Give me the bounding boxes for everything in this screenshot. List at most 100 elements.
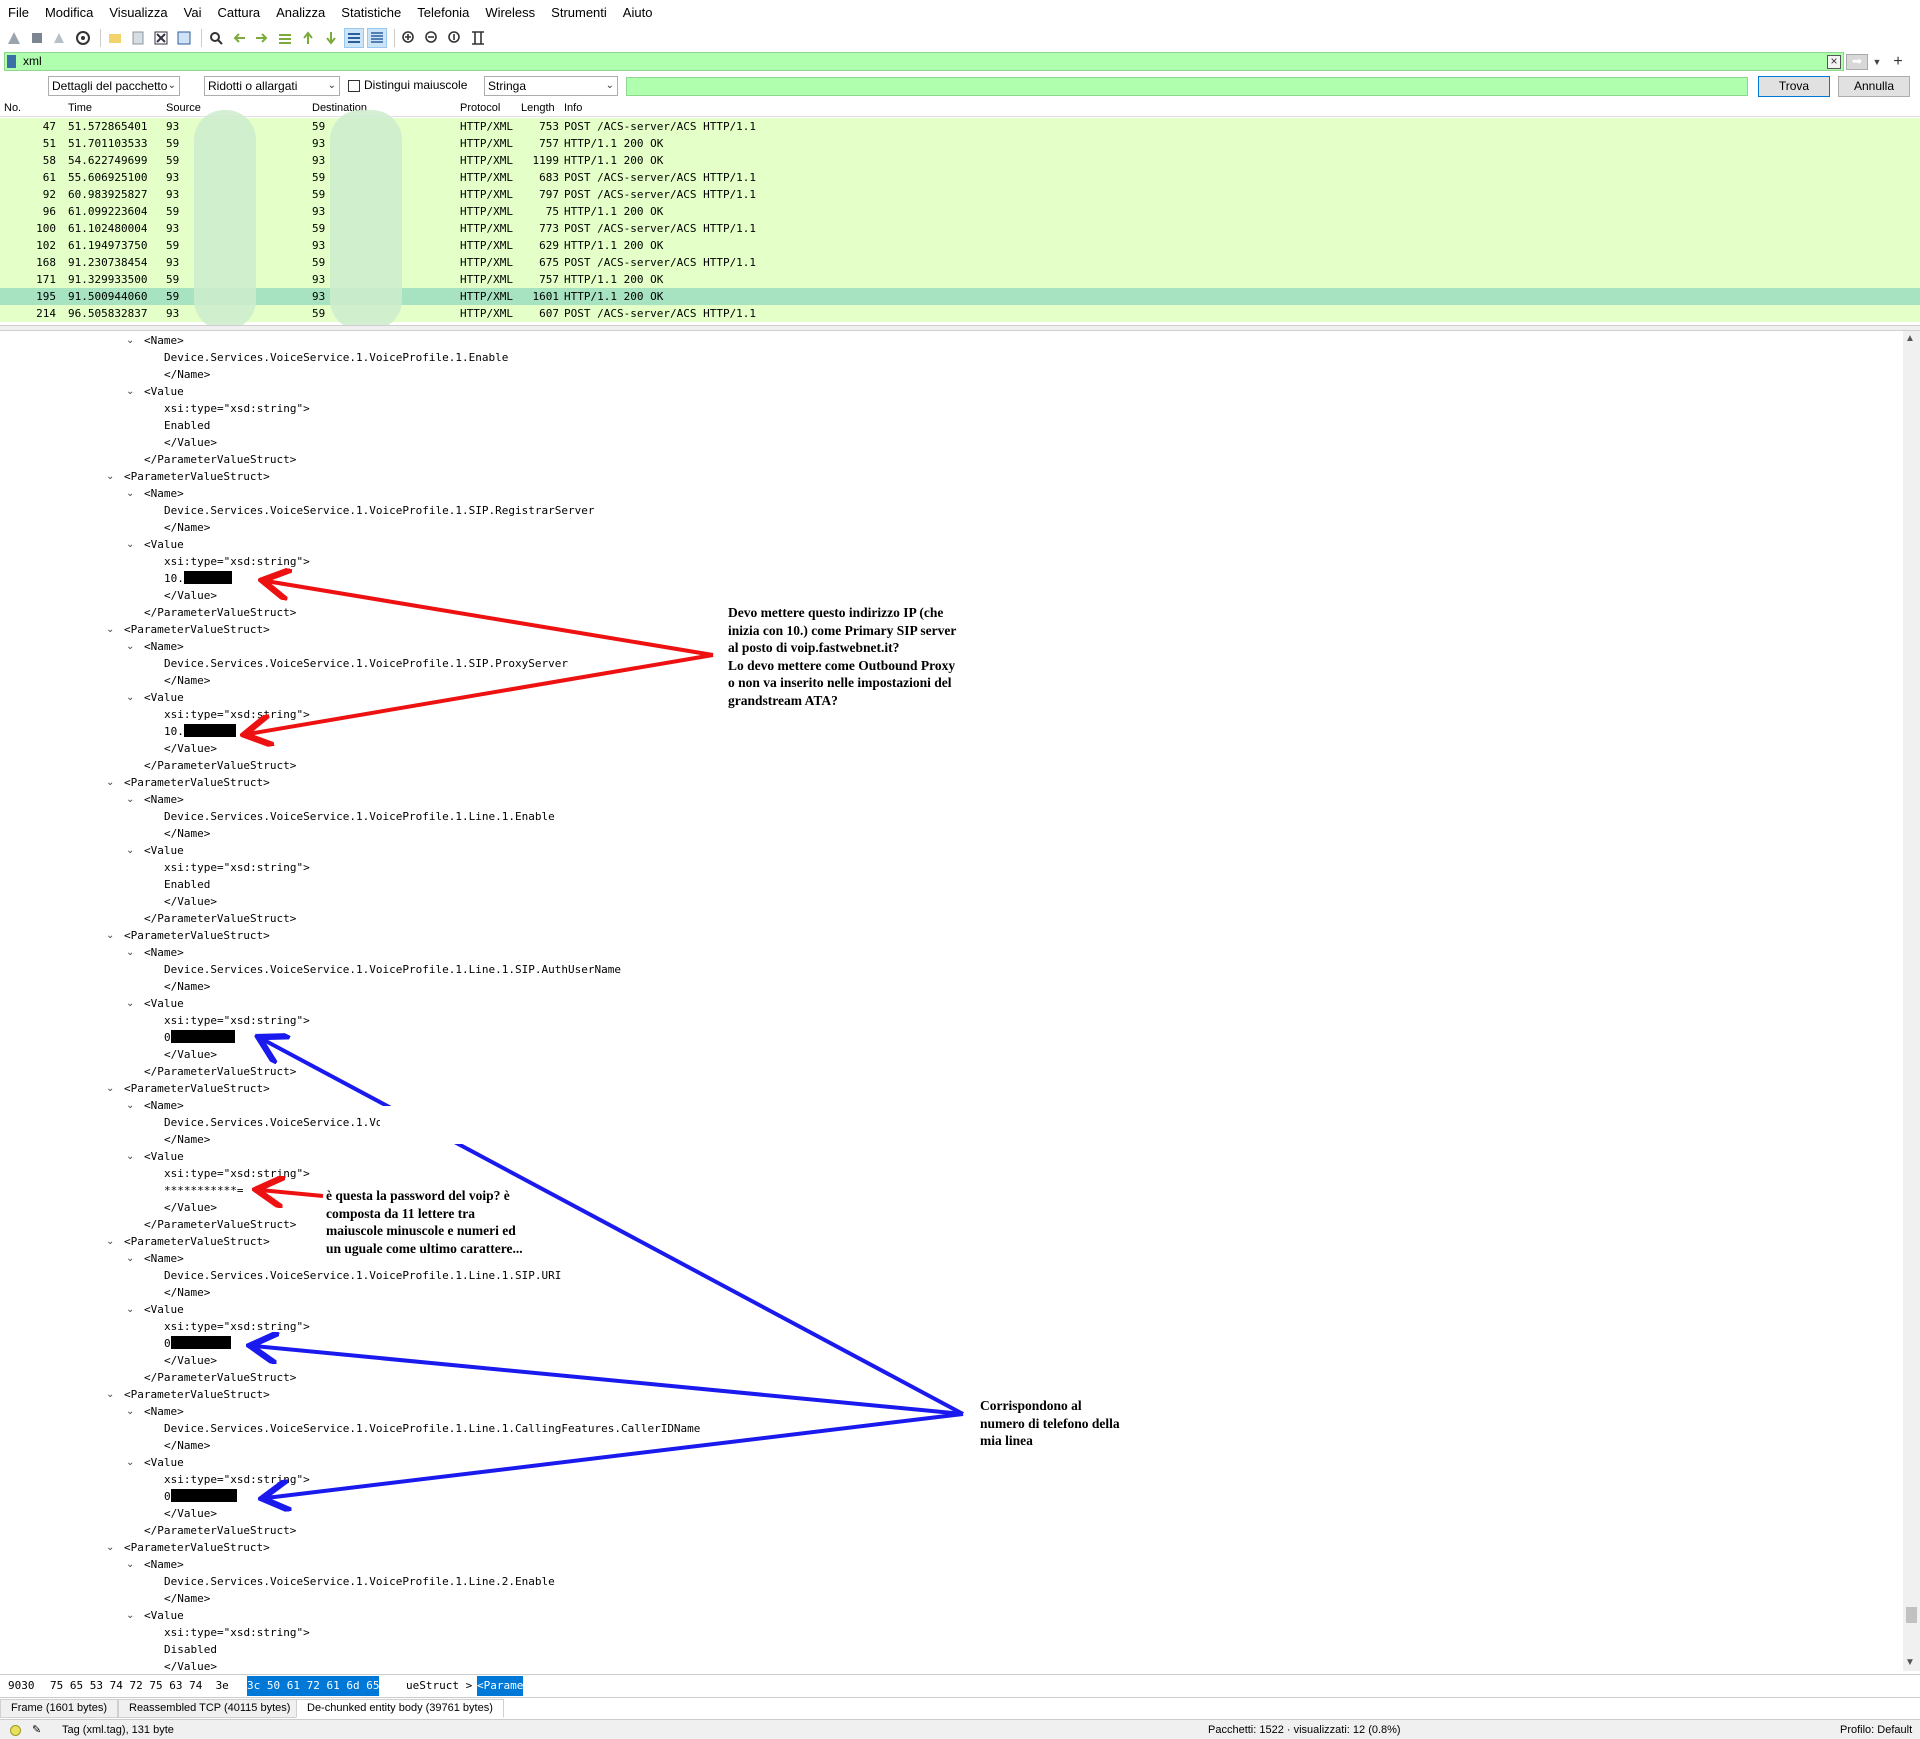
tree-item[interactable]: Enabled xyxy=(164,417,210,434)
tree-expander-chevron-icon[interactable]: ⌄ xyxy=(126,1406,135,1417)
tree-item[interactable]: Device.Services.VoiceService.1.VoiceProf… xyxy=(164,655,568,672)
tree-expander-chevron-icon[interactable]: ⌄ xyxy=(126,488,135,499)
tree-item[interactable]: <Name> xyxy=(144,638,184,655)
tree-item[interactable]: <Value xyxy=(144,1148,184,1165)
column-header-time[interactable]: Time xyxy=(68,102,93,114)
tree-item[interactable]: Device.Services.VoiceService.1.VoiceProf… xyxy=(164,1420,700,1437)
tree-expander-chevron-icon[interactable]: ⌄ xyxy=(126,386,135,397)
tree-item[interactable]: <Name> xyxy=(144,1403,184,1420)
tree-item[interactable]: </ParameterValueStruct> xyxy=(144,1369,296,1386)
tree-item[interactable]: <Value xyxy=(144,383,184,400)
open-file-icon[interactable] xyxy=(105,28,125,48)
go-back-icon[interactable] xyxy=(229,28,249,48)
shark-fin-start-icon[interactable] xyxy=(4,28,24,48)
tab-dechunked-body[interactable]: De-chunked entity body (39761 bytes) xyxy=(296,1699,504,1718)
tree-expander-chevron-icon[interactable]: ⌄ xyxy=(126,641,135,652)
tree-expander-chevron-icon[interactable]: ⌄ xyxy=(126,998,135,1009)
tree-item[interactable]: <Value xyxy=(144,1301,184,1318)
go-forward-icon[interactable] xyxy=(252,28,272,48)
tree-item[interactable]: <Value xyxy=(144,1454,184,1471)
tree-item[interactable]: </Value> xyxy=(164,1658,217,1671)
scroll-down-icon[interactable]: ▼ xyxy=(1905,1657,1915,1668)
expert-info-icon[interactable] xyxy=(10,1725,21,1736)
find-search-input[interactable] xyxy=(626,77,1748,96)
tree-item[interactable]: <ParameterValueStruct> xyxy=(124,1080,270,1097)
tree-item[interactable]: xsi:type="xsd:string"> xyxy=(164,1012,310,1029)
menu-visualizza[interactable]: Visualizza xyxy=(109,5,168,20)
tree-item[interactable]: </ParameterValueStruct> xyxy=(144,910,296,927)
tree-item[interactable]: </Name> xyxy=(164,1284,210,1301)
tree-expander-chevron-icon[interactable]: ⌄ xyxy=(126,947,135,958)
tree-expander-chevron-icon[interactable]: ⌄ xyxy=(106,624,115,635)
tree-item[interactable]: <ParameterValueStruct> xyxy=(124,468,270,485)
tree-item[interactable]: Device.Services.VoiceService.1.VoiceProf… xyxy=(164,1114,621,1131)
tree-item[interactable]: </Name> xyxy=(164,825,210,842)
column-header-length[interactable]: Length xyxy=(521,102,555,114)
cancel-find-button[interactable]: Annulla xyxy=(1838,76,1910,97)
tree-expander-chevron-icon[interactable]: ⌄ xyxy=(126,845,135,856)
close-file-icon[interactable] xyxy=(151,28,171,48)
tree-item[interactable]: xsi:type="xsd:string"> xyxy=(164,706,310,723)
tree-item[interactable]: <Name> xyxy=(144,944,184,961)
tree-item[interactable]: <Name> xyxy=(144,332,184,349)
tree-expander-chevron-icon[interactable]: ⌄ xyxy=(106,1389,115,1400)
zoom-normal-icon[interactable] xyxy=(445,28,465,48)
find-packet-icon[interactable] xyxy=(206,28,226,48)
search-type-select[interactable]: Stringa⌄ xyxy=(484,76,618,96)
tree-item[interactable]: </ParameterValueStruct> xyxy=(144,451,296,468)
details-scrollbar[interactable]: ▲ ▼ xyxy=(1903,331,1920,1671)
hex-bytes-selected[interactable]: 3c 50 61 72 61 6d 65 xyxy=(247,1676,380,1696)
stop-icon[interactable] xyxy=(27,28,47,48)
tree-item[interactable]: Device.Services.VoiceService.1.VoiceProf… xyxy=(164,502,594,519)
tree-expander-chevron-icon[interactable]: ⌄ xyxy=(106,930,115,941)
tree-item[interactable]: xsi:type="xsd:string"> xyxy=(164,1165,310,1182)
menu-cattura[interactable]: Cattura xyxy=(217,5,261,20)
tree-expander-chevron-icon[interactable]: ⌄ xyxy=(106,1542,115,1553)
tree-item[interactable]: <Value xyxy=(144,1607,184,1624)
go-first-icon[interactable] xyxy=(298,28,318,48)
tree-item[interactable]: 0 xyxy=(164,1335,231,1352)
capture-options-icon[interactable] xyxy=(73,28,93,48)
column-header-info[interactable]: Info xyxy=(564,102,583,114)
tree-item[interactable]: <Name> xyxy=(144,485,184,502)
tree-expander-chevron-icon[interactable]: ⌄ xyxy=(126,1253,135,1264)
tree-item[interactable]: <ParameterValueStruct> xyxy=(124,774,270,791)
edit-comment-icon[interactable]: ✎ xyxy=(32,1724,42,1736)
tree-item[interactable]: xsi:type="xsd:string"> xyxy=(164,859,310,876)
tree-item[interactable]: </Value> xyxy=(164,1505,217,1522)
tree-item[interactable]: <Value xyxy=(144,536,184,553)
tree-expander-chevron-icon[interactable]: ⌄ xyxy=(126,1559,135,1570)
tree-item[interactable]: <Value xyxy=(144,995,184,1012)
tree-item[interactable]: <Value xyxy=(144,689,184,706)
resize-columns-icon[interactable] xyxy=(468,28,488,48)
search-in-select[interactable]: Dettagli del pacchetto⌄ xyxy=(48,76,180,96)
hex-bytes[interactable]: 75 65 53 74 72 75 63 74 3e xyxy=(50,1679,229,1692)
tree-item[interactable]: Device.Services.VoiceService.1.VoiceProf… xyxy=(164,1267,561,1284)
tree-item[interactable]: 10. xyxy=(164,723,236,740)
menu-statistiche[interactable]: Statistiche xyxy=(341,5,402,20)
tree-expander-chevron-icon[interactable]: ⌄ xyxy=(126,335,135,346)
zoom-in-icon[interactable] xyxy=(399,28,419,48)
tree-item[interactable]: <ParameterValueStruct> xyxy=(124,621,270,638)
tree-item[interactable]: Device.Services.VoiceService.1.VoiceProf… xyxy=(164,808,555,825)
tree-item[interactable]: ***********= xyxy=(164,1182,243,1199)
tree-item[interactable]: </ParameterValueStruct> xyxy=(144,1216,296,1233)
tree-expander-chevron-icon[interactable]: ⌄ xyxy=(106,1083,115,1094)
tree-item[interactable]: </Name> xyxy=(164,1590,210,1607)
tree-item[interactable]: <Name> xyxy=(144,1250,184,1267)
tree-item[interactable]: </Name> xyxy=(164,1437,210,1454)
tree-item[interactable]: 0 xyxy=(164,1029,235,1046)
tree-item[interactable]: </Name> xyxy=(164,672,210,689)
tree-item[interactable]: </Name> xyxy=(164,366,210,383)
tree-item[interactable]: <Name> xyxy=(144,1556,184,1573)
tree-item[interactable]: Enabled xyxy=(164,876,210,893)
menu-wireless[interactable]: Wireless xyxy=(485,5,536,20)
menu-modifica[interactable]: Modifica xyxy=(44,5,94,20)
tree-item[interactable]: xsi:type="xsd:string"> xyxy=(164,1624,310,1641)
